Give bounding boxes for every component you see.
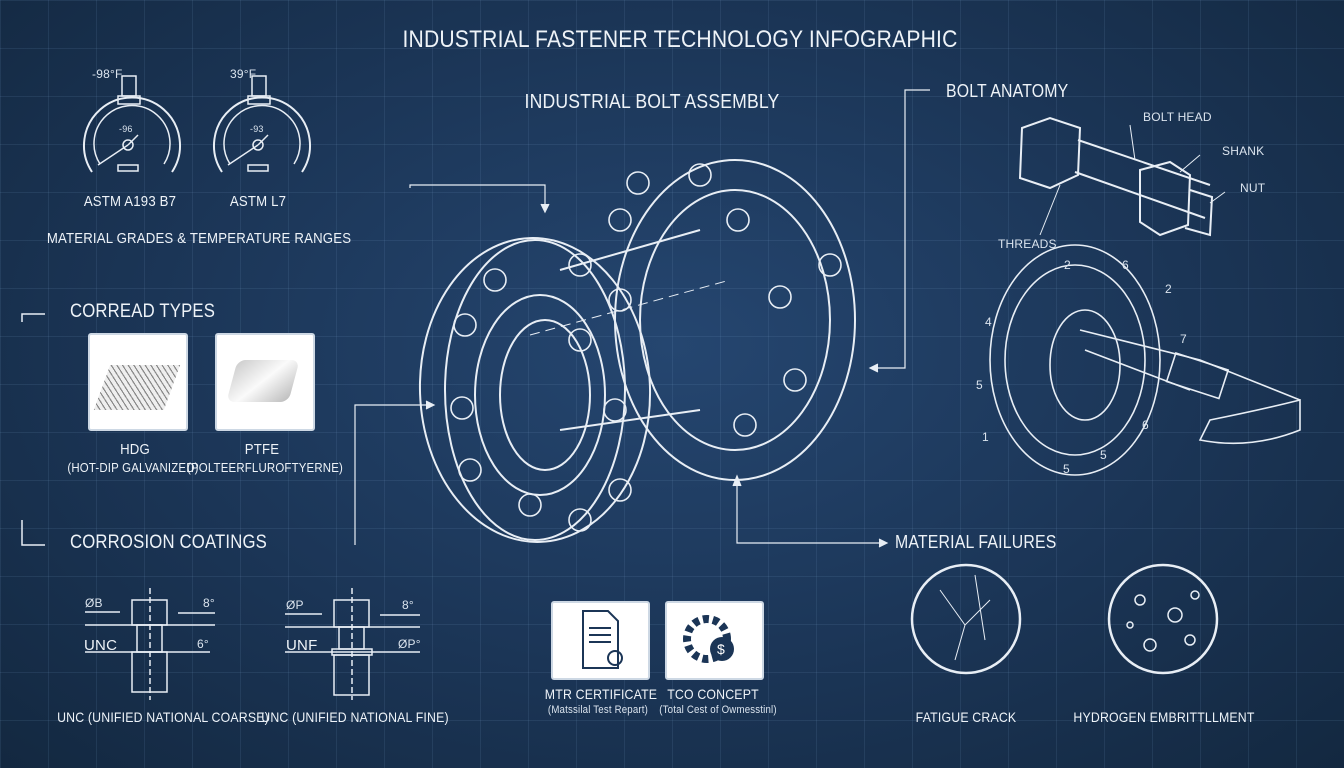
hdg-label: HDG <box>120 441 150 458</box>
tco-tile: $ <box>665 601 764 680</box>
coatings-heading: CORROSION COATINGS <box>70 532 268 553</box>
unc-caption: UNC (UNIFIED NATIONAL COARSE) <box>57 709 269 725</box>
seq-number: 2 <box>1165 282 1172 296</box>
gauge-icon <box>83 75 181 173</box>
mesh-icon <box>93 365 181 410</box>
shank-label: SHANK <box>1222 144 1265 158</box>
mtr-desc: (Matssilal Test Repart) <box>547 704 649 716</box>
seq-number: 7 <box>1180 332 1187 346</box>
gauge-icon <box>213 75 311 173</box>
dim-label: ØP° <box>398 637 421 651</box>
seq-number: 2 <box>1064 258 1071 272</box>
gauge-temp: -98°F <box>92 67 123 81</box>
failure-circles <box>910 563 1219 675</box>
hydrogen-label: HYDROGEN EMBRITTLLMENT <box>1073 709 1255 725</box>
grade-label: ASTM A193 B7 <box>83 193 177 210</box>
unc-tag: UNC <box>84 637 118 654</box>
torque-sequence-drawing <box>989 244 1301 476</box>
dim-label: ØB <box>85 596 103 610</box>
seq-number: 5 <box>976 378 983 392</box>
thread-types-heading: CORREAD TYPES <box>70 301 216 322</box>
grade-label: ASTM L7 <box>229 193 287 210</box>
hdg-desc: (HOT-DIP GALVANIZED) <box>67 460 199 475</box>
dim-label: 8° <box>203 596 215 610</box>
assembly-heading: INDUSTRIAL BOLT ASSEMBLY <box>524 91 780 113</box>
dim-label: 8° <box>402 598 414 612</box>
seq-number: 5 <box>1063 462 1070 476</box>
seq-number: 4 <box>985 315 992 329</box>
page-title: INDUSTRIAL FASTENER TECHNOLOGY INFOGRAPH… <box>402 26 958 53</box>
seq-number: 6 <box>1122 258 1129 272</box>
gauge-reading: -96 <box>119 124 133 134</box>
gear-dollar-icon: $ <box>683 615 734 663</box>
bolt-assembly-drawing <box>418 159 856 543</box>
gauge-reading: -93 <box>250 124 264 134</box>
ptfe-tile <box>215 333 315 431</box>
unf-tag: UNF <box>286 637 318 654</box>
mtr-tile <box>551 601 650 680</box>
seq-number: 1 <box>982 430 989 444</box>
seq-number: 6 <box>1142 418 1149 432</box>
unc-profile-drawing <box>85 588 215 700</box>
certificate-icon <box>582 610 623 669</box>
mtr-label: MTR CERTIFICATE <box>544 686 658 702</box>
gauge-temp: 39°F <box>230 67 257 81</box>
material-heading: MATERIAL GRADES & TEMPERATURE RANGES <box>46 230 352 247</box>
svg-text:$: $ <box>717 641 725 657</box>
nut-label: NUT <box>1240 181 1266 195</box>
bolt-anatomy-drawing <box>1018 116 1226 237</box>
dim-label: 6° <box>197 637 209 651</box>
threads-label: THREADS <box>998 237 1057 251</box>
sheet-icon <box>226 360 300 402</box>
connector-lines <box>354 89 930 548</box>
tco-label: TCO CONCEPT <box>667 686 759 702</box>
hdg-tile <box>88 333 188 431</box>
ptfe-label: PTFE <box>244 441 280 458</box>
unf-caption: UNC (UNIFIED NATIONAL FINE) <box>261 709 449 725</box>
bracket-line <box>21 313 45 322</box>
anatomy-heading: BOLT ANATOMY <box>946 81 1069 101</box>
dim-label: ØP <box>286 598 304 612</box>
fatigue-crack-label: FATIGUE CRACK <box>915 709 1017 725</box>
unf-profile-drawing <box>285 588 420 700</box>
ptfe-desc: (POLTEERFLUROFTYERNE) <box>186 460 344 475</box>
seq-number: 5 <box>1100 448 1107 462</box>
bolt-head-label: BOLT HEAD <box>1143 110 1212 124</box>
tco-desc: (Total Cest of Owmesstinl) <box>659 704 777 716</box>
bracket-line <box>21 520 45 546</box>
failures-heading: MATERIAL FAILURES <box>895 532 1057 552</box>
